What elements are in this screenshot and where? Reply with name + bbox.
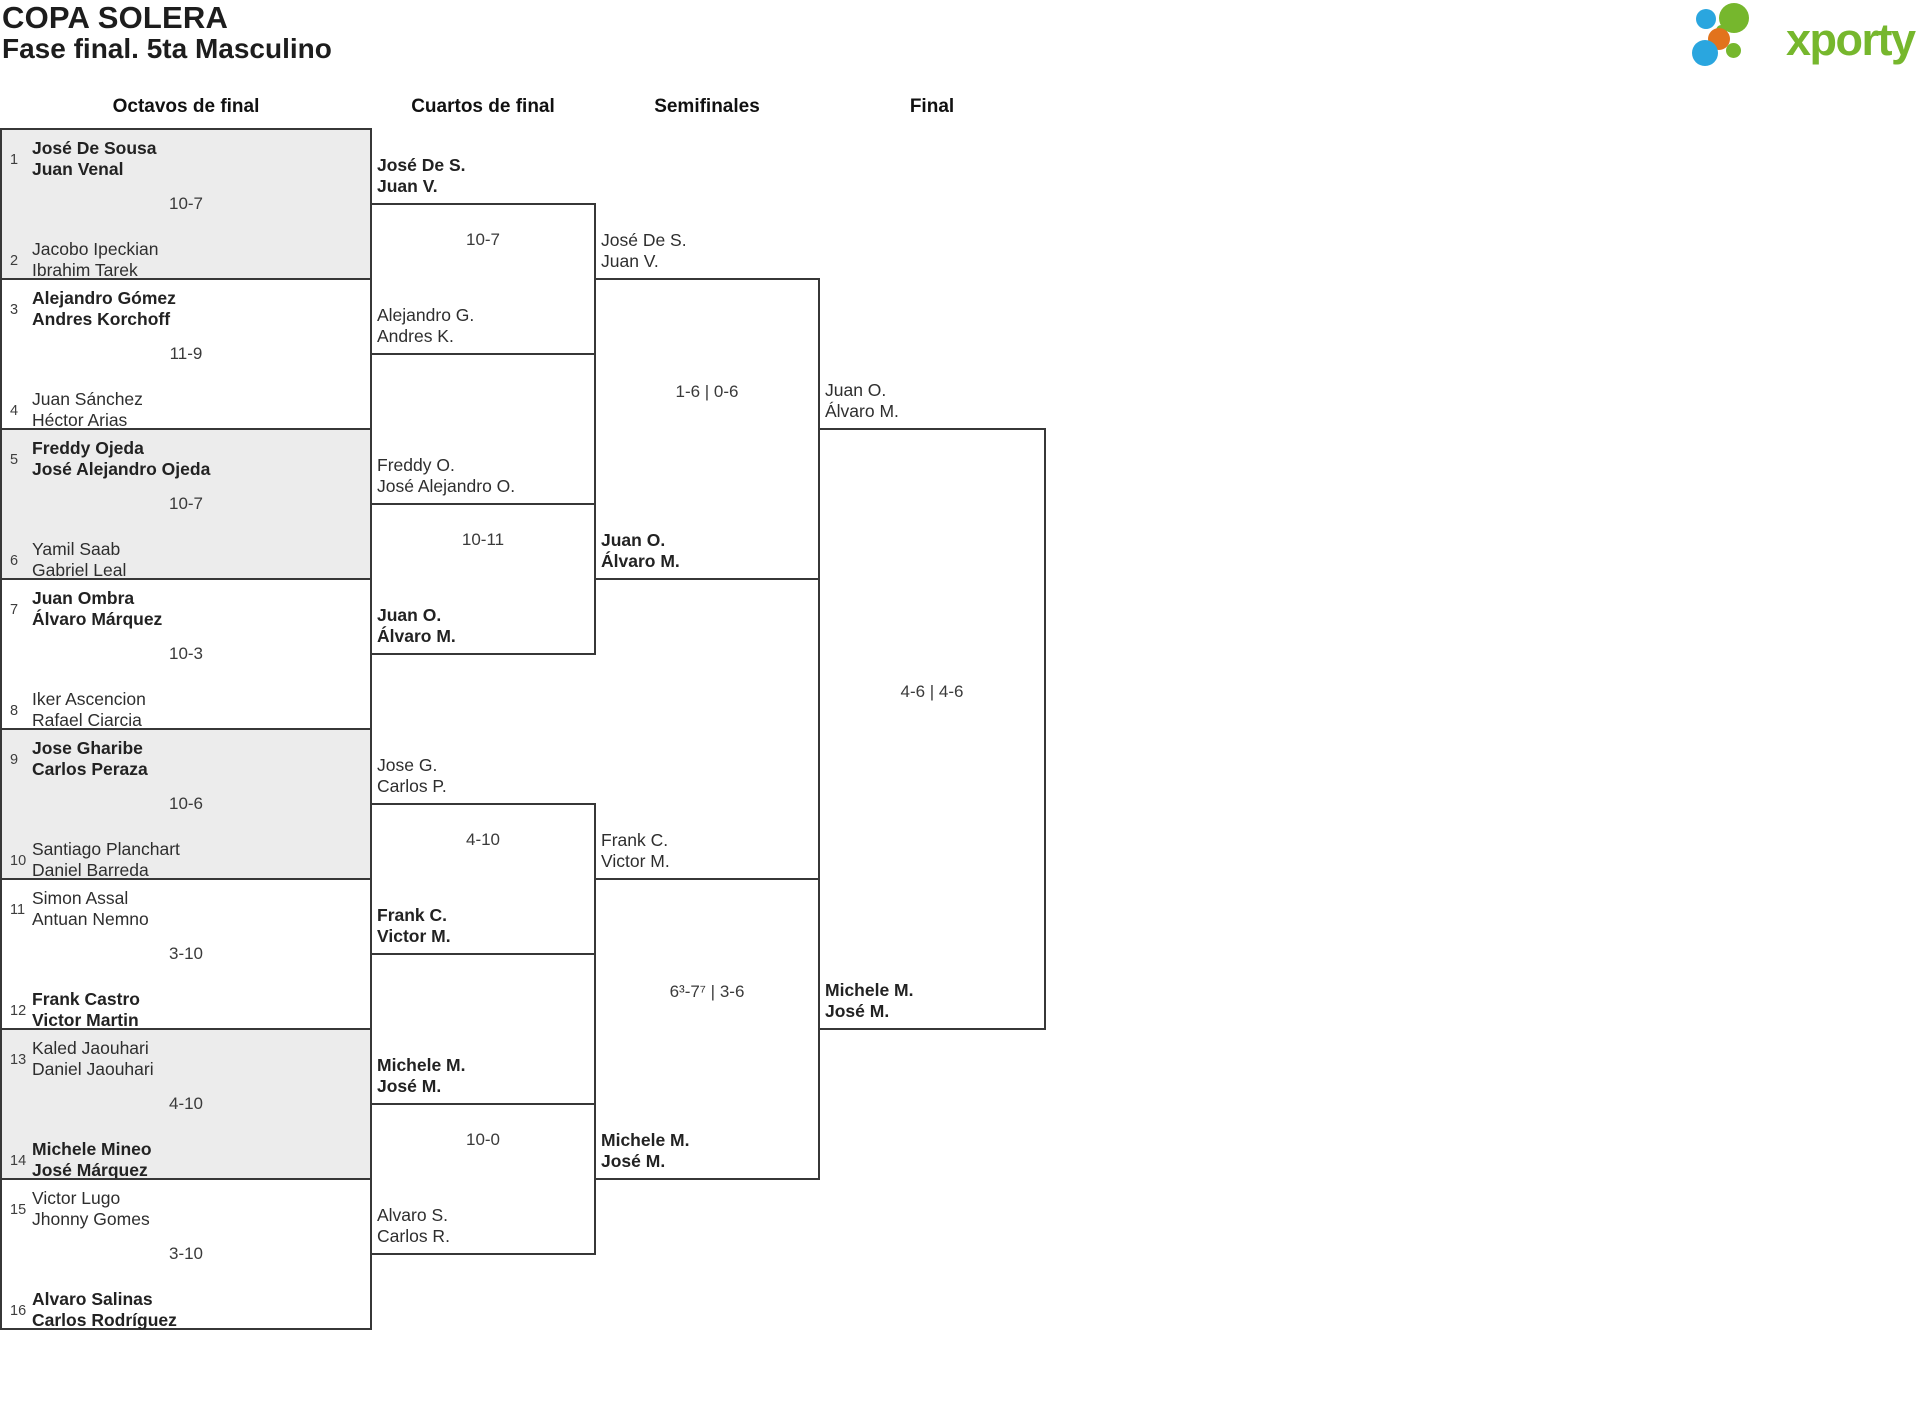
qf1-team-top: José De S.Juan V. [377, 155, 466, 196]
seed-number: 15 [10, 1202, 27, 1218]
qf4-team-top: Michele M.José M. [377, 1055, 466, 1096]
final-team-top: Juan O.Álvaro M. [825, 380, 899, 421]
logo-dot-blue-big-icon [1692, 40, 1718, 66]
match-score: 10-0 [465, 1130, 501, 1149]
qf2-team-bottom: Juan O.Álvaro M. [377, 605, 456, 646]
round-header-octavos: Octavos de final [112, 96, 260, 117]
match-score: 10-7 [168, 194, 204, 213]
match-score: 3-10 [168, 944, 204, 963]
match-score: 1-6 | 0-6 [675, 382, 739, 401]
seed-number: 5 [10, 452, 19, 468]
seed-number: 12 [10, 1003, 27, 1019]
sf2-team-bottom: Michele M.José M. [601, 1130, 690, 1171]
match-score: 4-10 [168, 1094, 204, 1113]
qf3-team-top: Jose G.Carlos P. [377, 755, 447, 796]
xporty-logo[interactable]: xporty [1686, 2, 1918, 78]
logo-text: xporty [1786, 14, 1916, 65]
seed-number: 8 [10, 703, 19, 719]
round-header-semifinales: Semifinales [654, 96, 760, 117]
sf2-team-top: Frank C.Victor M. [601, 830, 670, 871]
qf3-team-bottom: Frank C.Victor M. [377, 905, 451, 946]
round-header-final: Final [909, 96, 955, 117]
seed-number: 6 [10, 553, 19, 569]
qf2-team-top: Freddy O.José Alejandro O. [377, 455, 516, 496]
match-score: 10-7 [465, 230, 501, 249]
seed-number: 13 [10, 1052, 27, 1068]
sf1-team-top: José De S.Juan V. [601, 230, 687, 271]
page-title: COPA SOLERA [2, 0, 229, 35]
qf1-team-bottom: Alejandro G.Andres K. [377, 305, 475, 346]
seed-number: 9 [10, 752, 19, 768]
match-score: 4-10 [465, 830, 501, 849]
match-score: 4-6 | 4-6 [900, 682, 964, 701]
match-score: 10-11 [461, 530, 505, 549]
qf4-team-bottom: Alvaro S.Carlos R. [377, 1205, 450, 1246]
seed-number: 10 [10, 853, 27, 869]
logo-dot-blue-top-icon [1696, 9, 1716, 29]
seed-number: 2 [10, 253, 19, 269]
seed-number: 16 [10, 1303, 27, 1319]
logo-dot-green-small-icon [1726, 43, 1741, 58]
seed-number: 3 [10, 302, 19, 318]
seed-number: 1 [10, 152, 19, 168]
match-score: 10-7 [168, 494, 204, 513]
match-score: 10-3 [168, 644, 204, 663]
seed-number: 4 [10, 403, 19, 419]
match-score: 6³-7⁷ | 3-6 [669, 982, 745, 1001]
final-match: 4-6 | 4-6 [818, 428, 1046, 1030]
match-score: 11-9 [169, 344, 203, 363]
sf1-team-bottom: Juan O.Álvaro M. [601, 530, 680, 571]
round-header-cuartos: Cuartos de final [411, 96, 555, 117]
match-score: 3-10 [168, 1244, 204, 1263]
seed-number: 7 [10, 602, 19, 618]
seed-number: 11 [10, 902, 26, 918]
final-team-bottom: Michele M.José M. [825, 980, 914, 1021]
match-score: 10-6 [168, 794, 204, 813]
seed-number: 14 [10, 1153, 27, 1169]
page-subtitle: Fase final. 5ta Masculino [2, 33, 332, 64]
